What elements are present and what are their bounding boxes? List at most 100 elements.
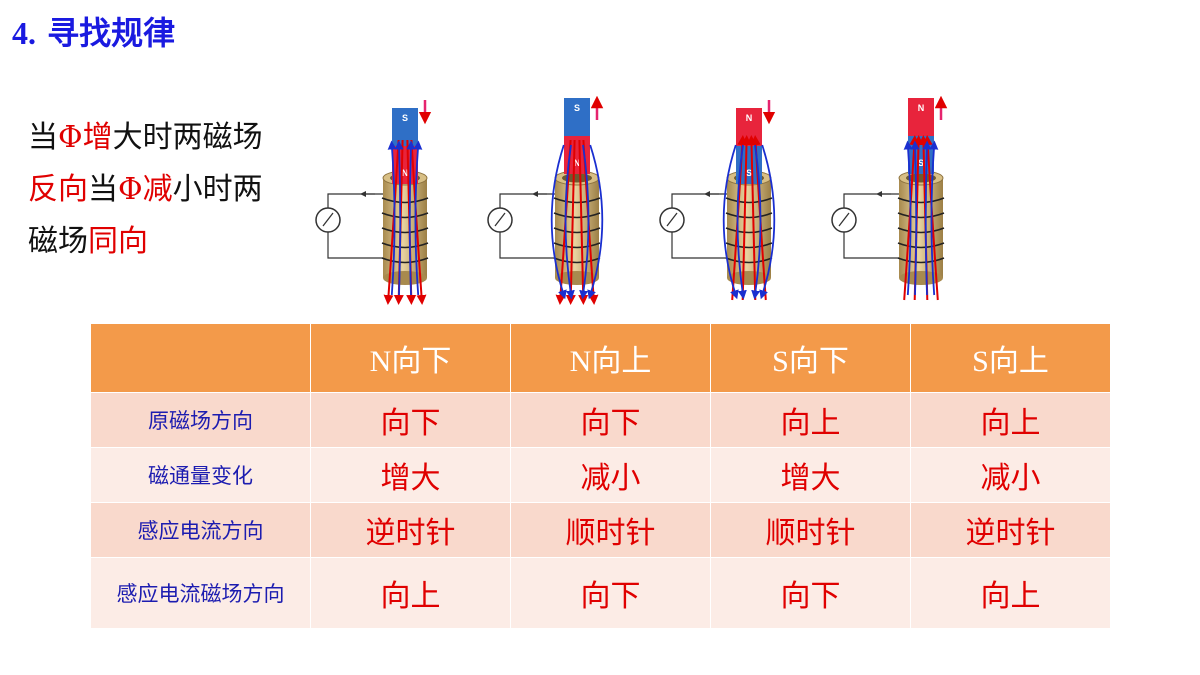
galvanometer-needle [494, 212, 506, 227]
circuit-wire [327, 193, 385, 208]
induction-setup-3: NS [659, 100, 776, 301]
magnet-bottom-label: N [402, 168, 409, 178]
coil-winding [553, 257, 601, 264]
magnet-top-pole [392, 108, 418, 146]
rule-line-2: 反向当Φ减小时两 [28, 164, 318, 216]
coil-winding [725, 257, 773, 264]
coil-winding [897, 227, 945, 234]
induced-field-line [929, 140, 939, 296]
magnet-field-line [741, 135, 752, 301]
induced-field-line [922, 140, 932, 296]
induced-field-line [579, 144, 590, 300]
table-row: 感应电流方向 逆时针 顺时针 顺时针 逆时针 [90, 502, 1111, 558]
coil-winding [553, 227, 601, 234]
table-cell: 向上 [310, 557, 511, 629]
table-cell: 顺时针 [510, 502, 711, 558]
magnet-bottom-label: S [918, 158, 924, 168]
table-cell: 逆时针 [310, 502, 511, 558]
induction-setup-2: SN [487, 95, 604, 305]
rule-highlight: Φ减 [118, 172, 173, 207]
table-cell: 向下 [310, 392, 511, 448]
table-row: 感应电流磁场方向 向上 向下 向下 向上 [90, 557, 1111, 629]
induced-field-line [910, 140, 920, 296]
induced-field-line [736, 144, 747, 300]
coil-winding [725, 212, 773, 219]
header-cell-empty [90, 323, 311, 393]
coil-winding [381, 257, 429, 264]
induced-field-line [394, 140, 404, 296]
table-header-row: N向下 N向上 S向下 S向上 [90, 323, 1111, 393]
rule-text: 磁场 [28, 224, 88, 259]
circuit-wire [499, 232, 557, 259]
table-cell: 增大 [710, 447, 911, 503]
coil-bottom [383, 271, 427, 285]
magnet-field-line [903, 135, 920, 301]
coil-bottom [899, 271, 943, 285]
galvanometer-needle [838, 212, 850, 227]
table-row: 原磁场方向 向下 向下 向上 向上 [90, 392, 1111, 448]
rule-text: 当 [88, 172, 118, 207]
magnet-field-line [922, 135, 939, 301]
table-cell: 增大 [310, 447, 511, 503]
coil-opening [562, 173, 592, 183]
table-cell: 向上 [910, 392, 1111, 448]
row-label: 磁通量变化 [90, 447, 311, 503]
page-title: 4. 寻找规律 [12, 8, 175, 54]
magnet-top-label: S [574, 103, 580, 113]
coil-winding [897, 197, 945, 204]
galvanometer-needle [666, 212, 678, 227]
induced-field-line [406, 140, 416, 296]
magnet-top-label: N [746, 113, 753, 123]
coil-bottom [727, 271, 771, 285]
circuit-wire [499, 193, 557, 208]
coil-winding [381, 227, 429, 234]
induced-field-line [564, 144, 575, 300]
circuit-wire [327, 232, 385, 259]
rule-statement: 当 Φ增大时两磁场 反向当Φ减小时两 磁场同向 [28, 112, 318, 268]
magnet-field-line [746, 135, 757, 301]
magnet-field-line [565, 139, 576, 305]
table-row: 磁通量变化 增大 减小 增大 减小 [90, 447, 1111, 503]
table-cell: 向下 [510, 557, 711, 629]
induced-field-line [550, 144, 567, 300]
magnet-field-line [410, 139, 427, 305]
coil-opening [906, 173, 936, 183]
coil-winding [553, 197, 601, 204]
coil-winding [725, 197, 773, 204]
summary-table: N向下 N向上 S向下 S向上 原磁场方向 向下 向下 向上 向上 磁通量变化 … [90, 323, 1111, 629]
coil-winding [381, 197, 429, 204]
row-label: 原磁场方向 [90, 392, 311, 448]
coil-winding [897, 212, 945, 219]
rule-highlight: Φ增 [58, 120, 113, 155]
table-cell: 向下 [510, 392, 711, 448]
coil-winding [553, 242, 601, 249]
table-cell: 减小 [510, 447, 711, 503]
magnet-bottom-label: N [574, 158, 581, 168]
coil-winding [725, 227, 773, 234]
rule-line-3: 磁场同向 [28, 216, 318, 268]
coil-winding [553, 212, 601, 219]
magnet-top-label: S [402, 113, 408, 123]
induced-field-line [903, 140, 913, 296]
circuit-wire [843, 193, 901, 208]
induced-field-line [722, 144, 739, 300]
galvanometer-needle [322, 212, 334, 227]
coil-winding [381, 242, 429, 249]
rule-text: 小时两 [172, 172, 263, 207]
induced-field-line [387, 140, 397, 296]
magnet-top-pole [564, 98, 590, 136]
rule-text: 大时两磁场 [112, 120, 263, 155]
induced-field-line [751, 144, 762, 300]
magnet-field-line [383, 139, 400, 305]
induced-field-line [587, 144, 604, 300]
table-cell: 减小 [910, 447, 1111, 503]
row-label: 感应电流方向 [90, 502, 311, 558]
title-number: 4. [12, 15, 36, 51]
coil-winding [897, 242, 945, 249]
magnet-bottom-label: S [746, 168, 752, 178]
rule-highlight: 同向 [88, 224, 148, 259]
circuit-wire [671, 193, 729, 208]
circuit-wire [843, 232, 901, 259]
table-cell: 向上 [910, 557, 1111, 629]
